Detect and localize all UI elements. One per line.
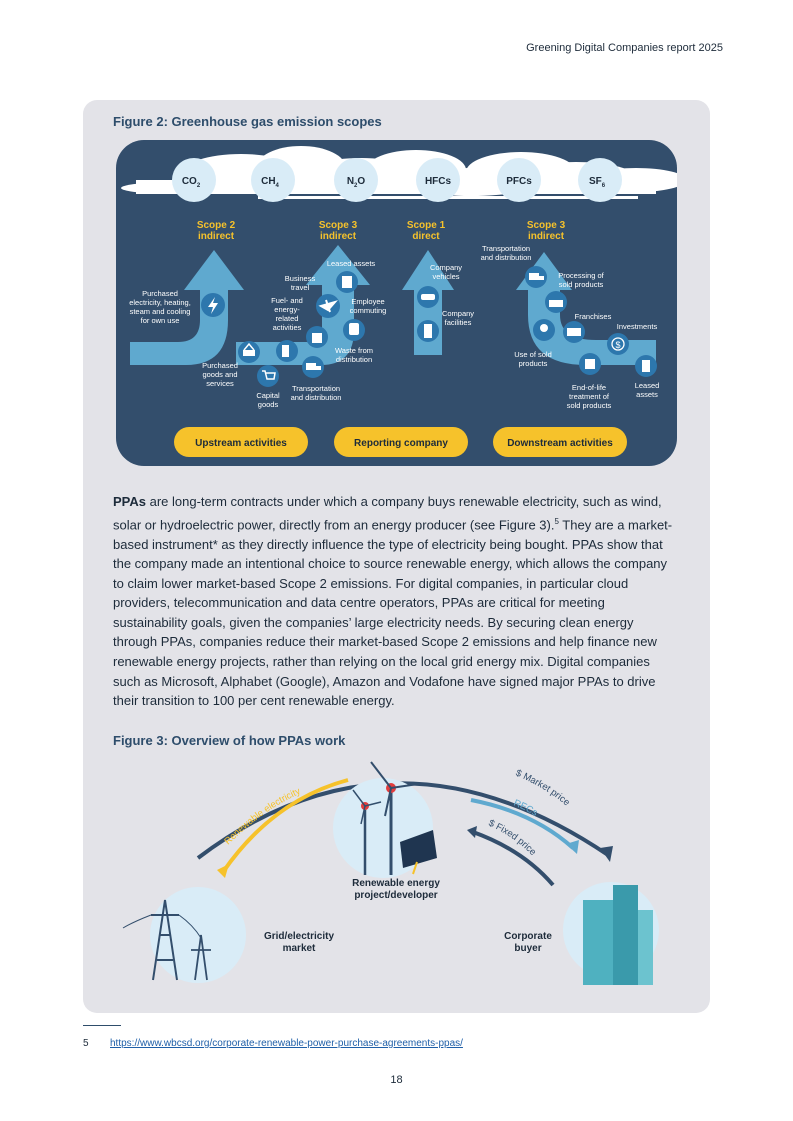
svg-text:PFCs: PFCs [506,176,532,187]
figure3-title: Figure 3: Overview of how PPAs work [113,733,346,748]
svg-text:Reporting company: Reporting company [354,438,448,449]
svg-text:CO2: CO2 [182,176,201,189]
building-icon-down [635,355,657,377]
pylon-icon [122,887,246,983]
diagram-background [116,140,677,466]
scope2-arrow [130,250,244,365]
reporting-company-pill: Reporting company [334,427,468,457]
gas-n2o: N2O [334,158,378,202]
scope1-heading: Scope 1 [407,220,446,231]
bin-icon-down [579,353,601,375]
footnote-link[interactable]: https://www.wbcsd.org/corporate-renewabl… [110,1038,463,1049]
bin-icon [306,326,328,348]
gas-sf6: SF6 [578,158,622,202]
downstream-activities-pill: Downstream activities [493,427,627,457]
factory-icon [545,291,567,313]
truck-icon-up [302,356,324,378]
wind-solar-icon [333,761,437,878]
svg-text:direct: direct [412,231,440,242]
svg-text:HFCs: HFCs [425,176,452,187]
footnote-number: 5 [83,1038,89,1049]
svg-text:CH4: CH4 [261,176,279,189]
scope3-down-heading: Scope 3 [527,220,566,231]
scope3-up-heading: Scope 3 [319,220,358,231]
scope2-heading: Scope 2 [197,220,236,231]
truck-icon-down [525,266,547,288]
shop-icon [563,321,585,343]
report-header: Greening Digital Companies report 2025 [526,42,723,54]
fuel-pump-icon [276,340,298,362]
renewable-electricity-arc [221,778,349,874]
upstream-activities-pill: Upstream activities [174,427,308,457]
svg-text:indirect: indirect [320,231,357,242]
gas-co2: CO2 [172,158,216,202]
gas-hfcs: HFCs [416,158,460,202]
car-icon [417,286,439,308]
svg-text:Downstream activities: Downstream activities [507,438,613,449]
building-icon-up [336,271,358,293]
cart-icon [257,365,279,387]
page-number: 18 [390,1074,403,1086]
renewable-electricity-label: Renewable electricity [222,786,302,847]
gas-ch4: CH4 [251,158,295,202]
label-leased-assets-up: Leased assets [327,259,376,268]
svg-text:indirect: indirect [528,231,565,242]
svg-text:SF6: SF6 [589,176,606,189]
svg-text:Upstream activities: Upstream activities [195,438,287,449]
gas-pfcs: PFCs [497,158,541,202]
plane-icon [316,294,340,318]
label-franchises: Franchises [575,312,612,321]
label-investments: Investments [617,322,658,331]
figure2-title: Figure 2: Greenhouse gas emission scopes [113,114,382,129]
office-icon [417,320,439,342]
ppa-paragraph: PPAs are long-term contracts under which… [113,494,673,709]
emission-scopes-diagram: CO2 CH4 N2O HFCs PFCs SF6 Scope 2 indire… [116,140,677,466]
svg-text:indirect: indirect [198,231,235,242]
fixed-price-arrow [472,830,555,887]
basket-icon [238,341,260,363]
footnote-divider [83,1025,121,1026]
recs-arrow [470,798,575,850]
scope3-upstream-arrow [236,245,370,365]
svg-text:$: $ [615,340,620,350]
svg-text:N2O: N2O [347,176,366,189]
corporate-building-icon [563,882,659,985]
ppa-overview-diagram: Renewable electricity $ Market price REC… [122,761,659,985]
dollar-icon: $ [607,333,629,355]
lightning-icon [201,293,225,317]
train-icon [343,319,365,341]
bulb-icon [533,319,555,341]
